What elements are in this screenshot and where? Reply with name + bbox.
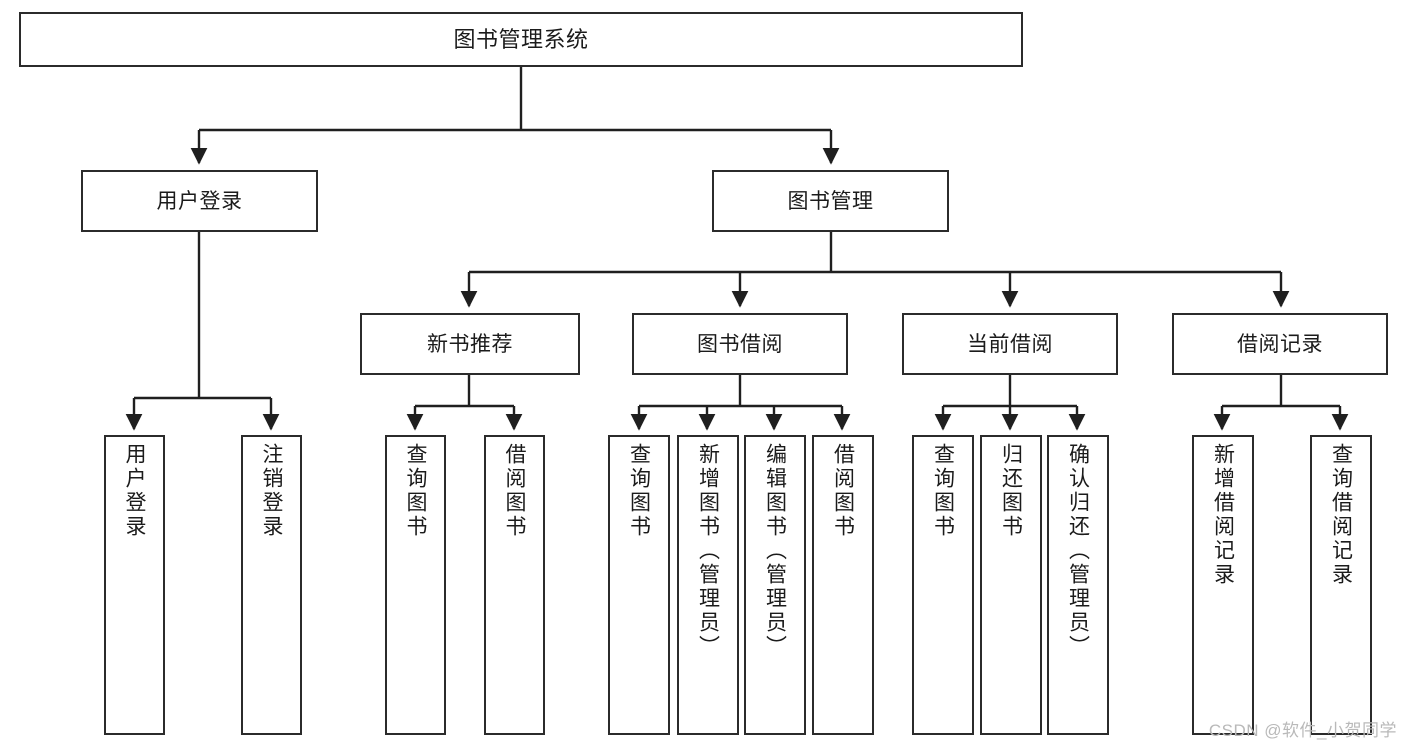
node-leaf-add-borrow-record[interactable]: 新增借阅记录 [1192, 435, 1254, 735]
node-leaf-confirm-return-admin[interactable]: 确认归还（管理员） [1047, 435, 1109, 735]
node-leaf-return-book[interactable]: 归还图书 [980, 435, 1042, 735]
node-label: 查询图书 [404, 443, 427, 539]
node-label: 用户登录 [156, 189, 243, 213]
node-leaf-borrow-book[interactable]: 借阅图书 [812, 435, 874, 735]
node-leaf-logout[interactable]: 注销登录 [241, 435, 302, 735]
node-label: 归还图书 [999, 443, 1023, 539]
node-label: 借阅图书 [831, 443, 855, 539]
node-label: 查询图书 [931, 443, 955, 539]
watermark-text: CSDN @软件_小贺同学 [1208, 721, 1397, 740]
node-label: 确认归还（管理员） [1066, 443, 1090, 659]
node-label: 当前借阅 [967, 332, 1053, 356]
node-book-management[interactable]: 图书管理 [712, 170, 949, 232]
node-label: 编辑图书（管理员） [763, 443, 787, 659]
node-leaf-borrow-book-recommend[interactable]: 借阅图书 [484, 435, 545, 735]
node-label: 图书管理系统 [453, 26, 589, 52]
node-book-borrow[interactable]: 图书借阅 [632, 313, 848, 375]
node-label: 图书借阅 [697, 332, 783, 356]
node-borrow-record[interactable]: 借阅记录 [1172, 313, 1388, 375]
node-label: 新书推荐 [427, 332, 513, 356]
node-leaf-query-book-recommend[interactable]: 查询图书 [385, 435, 446, 735]
node-label: 新增借阅记录 [1211, 443, 1235, 587]
node-label: 图书管理 [787, 189, 874, 213]
node-root-system[interactable]: 图书管理系统 [19, 12, 1023, 67]
node-leaf-user-login[interactable]: 用户登录 [104, 435, 165, 735]
node-label: 借阅图书 [503, 443, 526, 539]
node-leaf-add-book-admin[interactable]: 新增图书（管理员） [677, 435, 739, 735]
node-leaf-edit-book-admin[interactable]: 编辑图书（管理员） [744, 435, 806, 735]
node-label: 查询借阅记录 [1329, 443, 1353, 587]
node-label: 注销登录 [260, 443, 283, 539]
node-current-borrow[interactable]: 当前借阅 [902, 313, 1118, 375]
node-leaf-query-book-current[interactable]: 查询图书 [912, 435, 974, 735]
node-user-login[interactable]: 用户登录 [81, 170, 318, 232]
node-label: 新增图书（管理员） [696, 443, 720, 659]
node-label: 用户登录 [123, 443, 146, 539]
node-leaf-query-borrow-record[interactable]: 查询借阅记录 [1310, 435, 1372, 735]
node-leaf-query-book-borrow[interactable]: 查询图书 [608, 435, 670, 735]
node-new-book-recommend[interactable]: 新书推荐 [360, 313, 580, 375]
node-label: 借阅记录 [1237, 332, 1323, 356]
node-label: 查询图书 [627, 443, 651, 539]
